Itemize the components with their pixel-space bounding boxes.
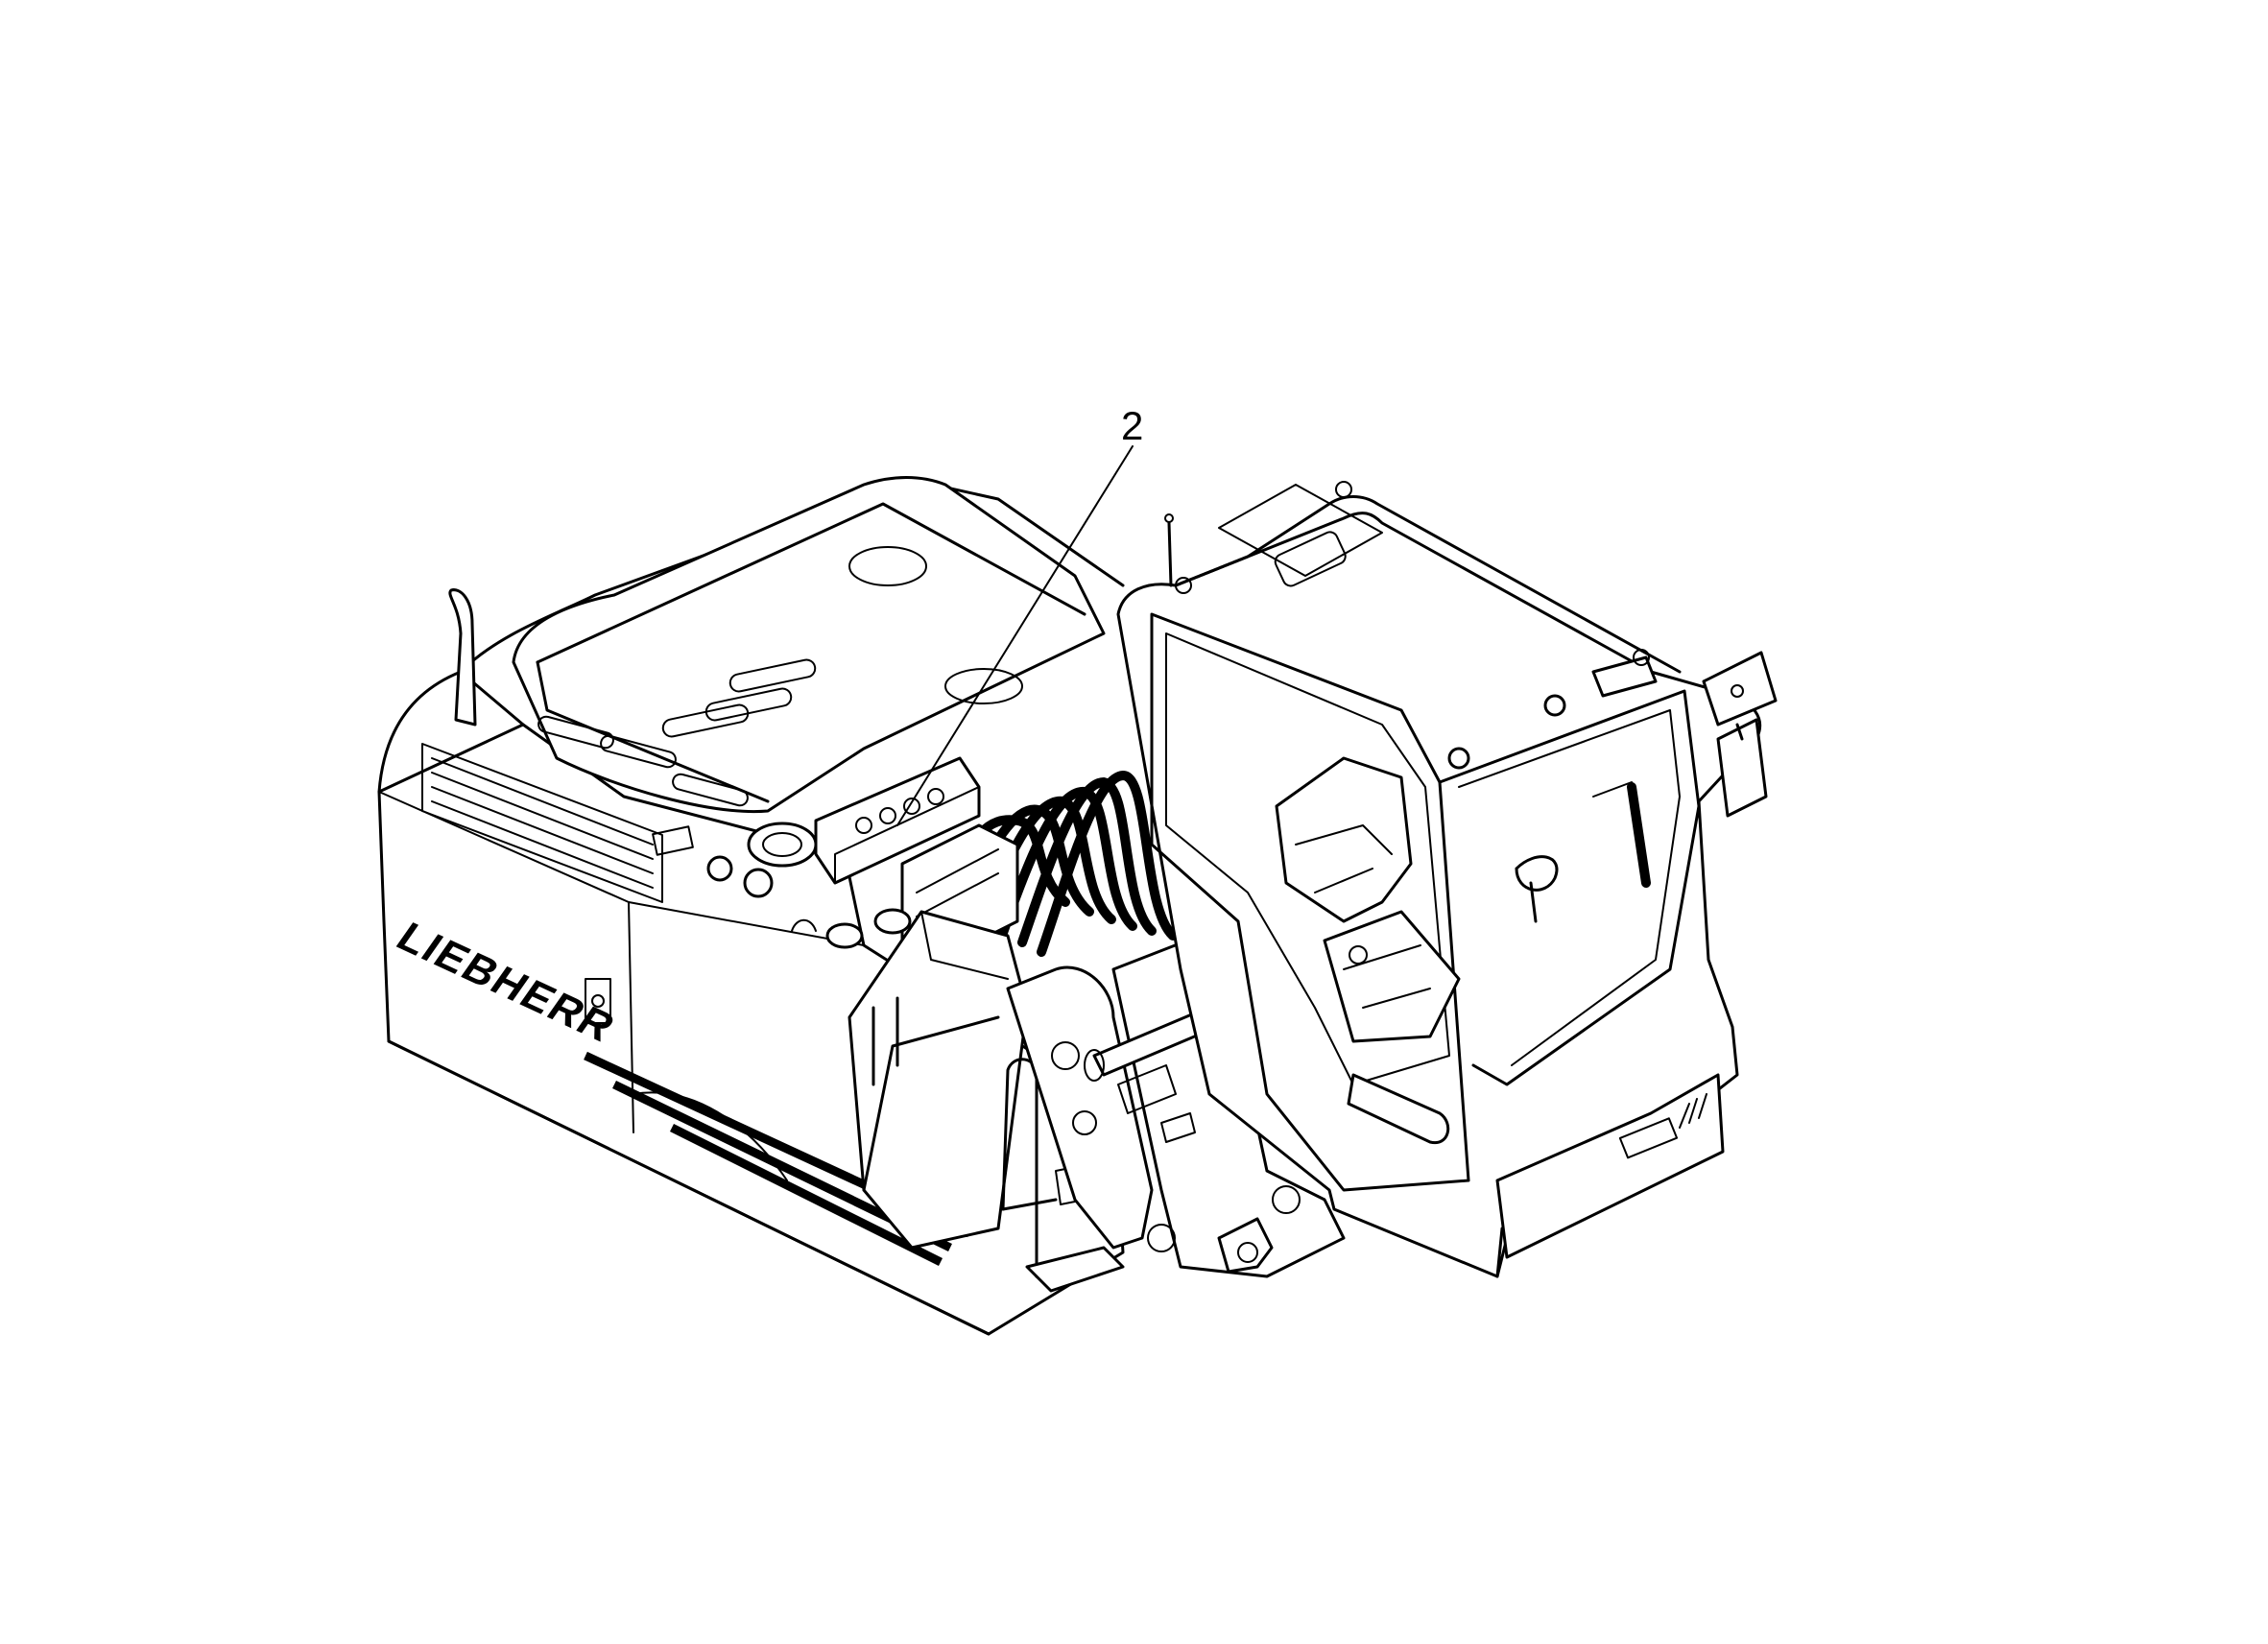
operator-cab xyxy=(1116,481,1762,1278)
rear-view-mirror xyxy=(1702,651,1778,818)
callout-label: 2 xyxy=(1121,403,1143,448)
callout-leader-line xyxy=(896,445,1134,826)
callout-2: 2 xyxy=(896,403,1143,826)
control-valve-block xyxy=(706,756,1019,962)
